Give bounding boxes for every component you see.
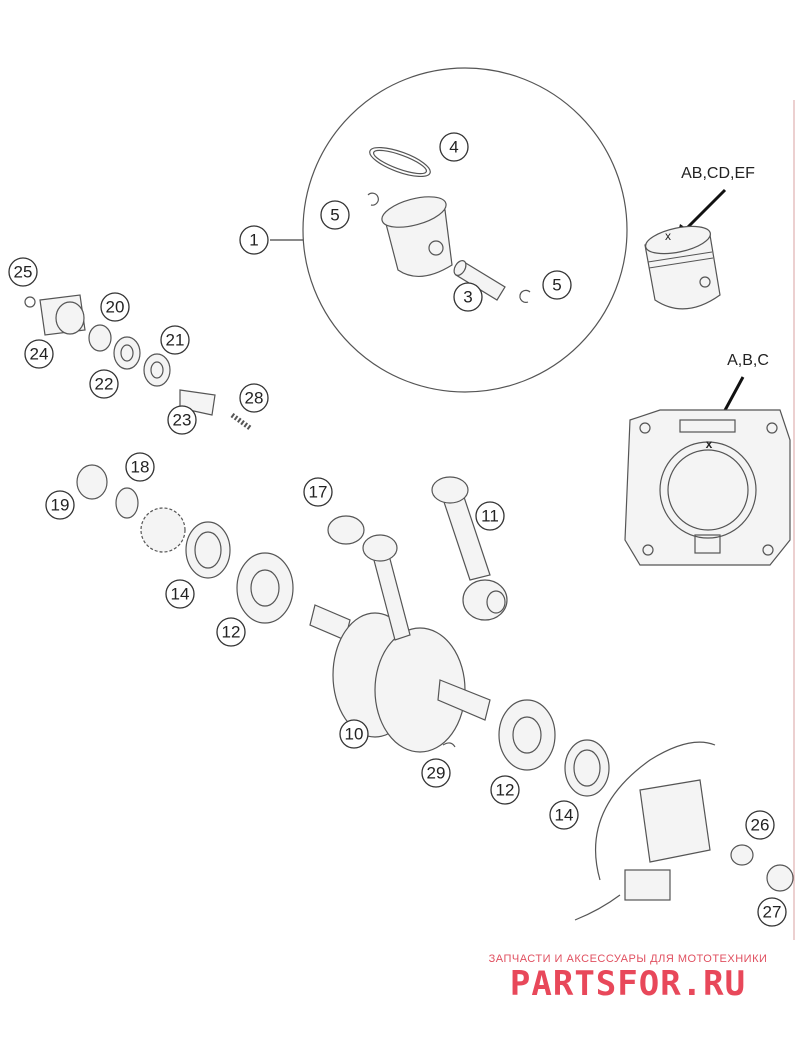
stator-assembly — [574, 741, 794, 921]
cylinder-size-label: A,B,C — [727, 352, 769, 369]
piston-x-mark: x — [665, 229, 671, 243]
callout-4: 4 — [439, 132, 469, 162]
svg-text:21: 21 — [166, 331, 185, 350]
cylinder-x-mark: x — [706, 437, 713, 451]
svg-text:14: 14 — [555, 806, 574, 825]
part-25 — [24, 296, 36, 308]
svg-text:18: 18 — [131, 458, 150, 477]
svg-text:19: 19 — [51, 496, 70, 515]
part-21-bearing — [143, 353, 171, 387]
svg-text:17: 17 — [309, 483, 328, 502]
svg-text:12: 12 — [496, 781, 515, 800]
part-28-spring — [230, 412, 252, 431]
part-17-bearing — [327, 515, 365, 545]
callout-19: 19 — [45, 490, 75, 520]
part-22-bearing — [113, 336, 141, 370]
svg-text:14: 14 — [171, 585, 190, 604]
callout-18: 18 — [125, 452, 155, 482]
part-12-bearing-left — [236, 552, 294, 624]
callout-28: 28 — [239, 383, 269, 413]
svg-text:23: 23 — [173, 411, 192, 430]
callout-11: 11 — [475, 501, 505, 531]
watermark: ЗАПЧАСТИ И АКСЕССУАРЫ ДЛЯ МОТОТЕХНИКИ PA… — [478, 953, 778, 1003]
stator-plate — [594, 741, 716, 881]
piston-marker-arrow — [683, 188, 727, 232]
callout-29: 29 — [421, 758, 451, 788]
callout-22: 22 — [89, 369, 119, 399]
crank-shaft-right — [437, 679, 491, 721]
svg-text:24: 24 — [30, 345, 49, 364]
callout-12-right: 12 — [490, 775, 520, 805]
svg-text:27: 27 — [763, 903, 782, 922]
svg-text:4: 4 — [449, 138, 458, 157]
svg-text:5: 5 — [552, 276, 561, 295]
callout-21: 21 — [160, 325, 190, 355]
part-22-washer — [88, 324, 112, 352]
callout-3: 3 — [453, 282, 483, 312]
piston-ring — [369, 146, 431, 178]
circlip-right — [519, 289, 531, 303]
small-parts-left — [24, 294, 294, 624]
callout-25: 25 — [8, 257, 38, 287]
part-14-seal-right — [564, 739, 610, 797]
cylinder-base — [624, 409, 791, 566]
piston-size-label: AB,CD,EF — [681, 165, 755, 182]
svg-text:11: 11 — [481, 507, 499, 526]
svg-text:1: 1 — [249, 231, 258, 250]
svg-text:5: 5 — [330, 206, 339, 225]
svg-text:20: 20 — [106, 298, 125, 317]
stator-cable — [574, 894, 621, 921]
callout-17: 17 — [303, 477, 333, 507]
callout-26: 26 — [745, 810, 775, 840]
svg-text:29: 29 — [427, 764, 446, 783]
piston-pin — [453, 260, 506, 301]
callout-10: 10 — [339, 719, 369, 749]
watermark-subtitle: ЗАПЧАСТИ И АКСЕССУАРЫ ДЛЯ МОТОТЕХНИКИ — [488, 953, 768, 965]
callout-5-left: 5 — [320, 200, 350, 230]
callout-5-right: 5 — [542, 270, 572, 300]
part-26-washer — [730, 844, 754, 866]
piston — [381, 196, 453, 277]
callout-24: 24 — [24, 339, 54, 369]
circlip-left — [367, 192, 379, 206]
part-19-nut — [76, 464, 108, 500]
crankshaft-assembly — [309, 476, 610, 797]
svg-text:26: 26 — [751, 816, 770, 835]
ignition-coil — [639, 779, 711, 863]
part-12-bearing-right — [498, 699, 556, 771]
callout-27: 27 — [757, 897, 787, 927]
part-29-key — [442, 742, 456, 748]
svg-text:12: 12 — [222, 623, 241, 642]
svg-text:22: 22 — [95, 375, 114, 394]
callout-14-right: 14 — [549, 800, 579, 830]
part-14-seal-left — [185, 521, 231, 579]
watermark-logo: PARTSFOR.RU — [509, 964, 747, 1004]
callout-14-left: 14 — [165, 579, 195, 609]
svg-text:25: 25 — [14, 263, 33, 282]
piston-kit-group — [270, 67, 628, 393]
svg-text:10: 10 — [345, 725, 364, 744]
svg-text:3: 3 — [463, 288, 472, 307]
svg-text:28: 28 — [245, 389, 264, 408]
callout-1: 1 — [239, 225, 269, 255]
part-gear — [140, 507, 186, 553]
piston-marker-group: AB,CD,EF x — [644, 165, 755, 310]
piston-kit-circle — [302, 67, 628, 393]
callout-23: 23 — [167, 405, 197, 435]
cylinder-marker-group: A,B,C x — [624, 352, 791, 566]
callout-20: 20 — [100, 292, 130, 322]
part-27-nut — [766, 864, 794, 892]
part-18-washer — [115, 487, 139, 519]
callout-12-left: 12 — [216, 617, 246, 647]
